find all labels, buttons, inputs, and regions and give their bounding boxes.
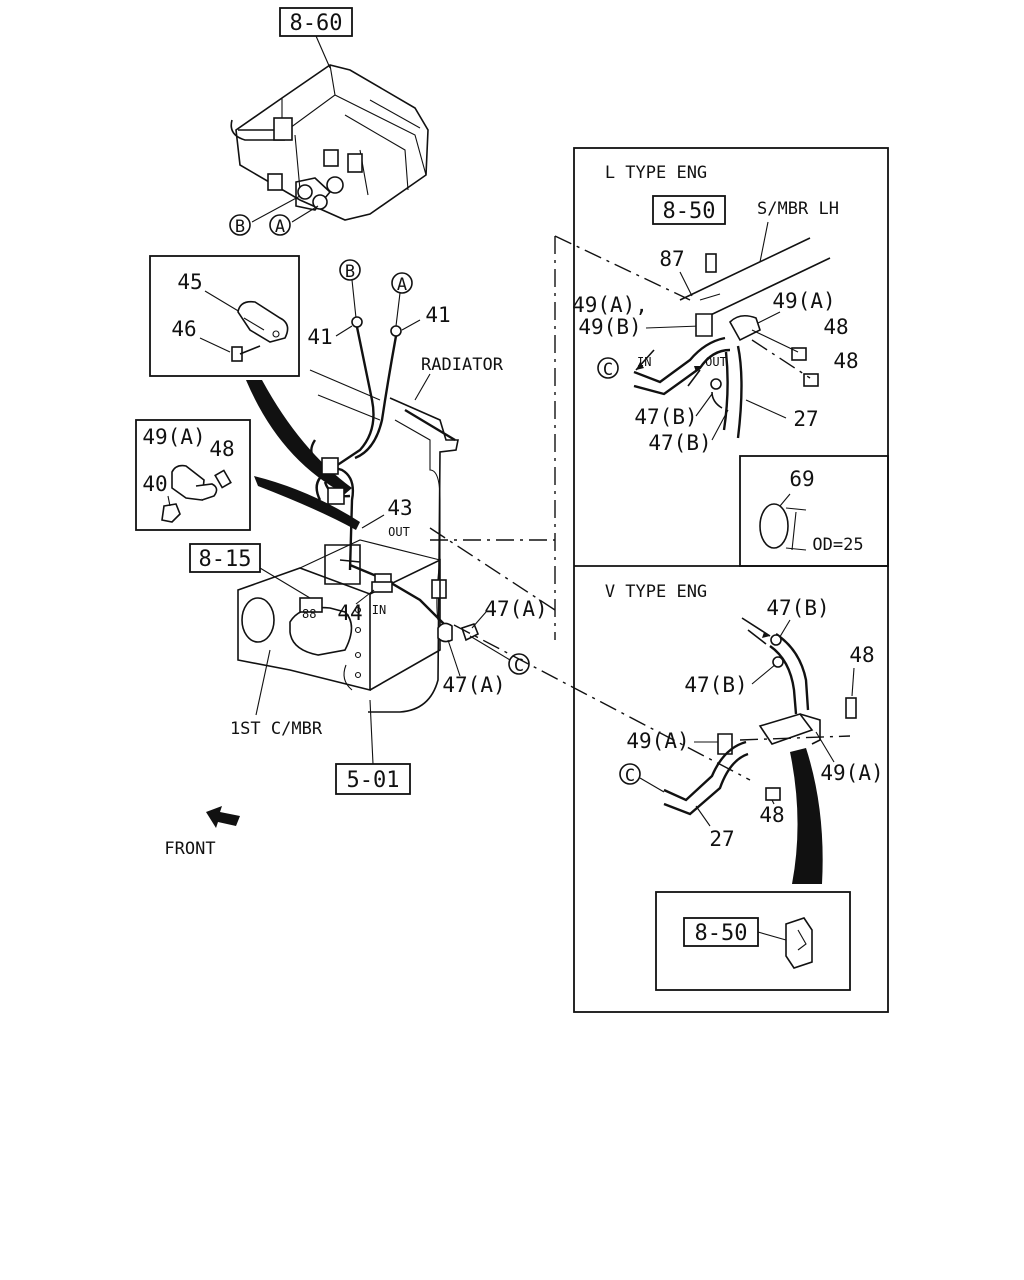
front-indicator: FRONT xyxy=(164,806,240,859)
ref-8-50-bottom[interactable]: 8-50 xyxy=(695,921,748,946)
ref-8-15[interactable]: 8-15 xyxy=(199,547,252,572)
part-47b-v-top: 47(B) xyxy=(766,596,829,620)
callout-c-v: C xyxy=(625,766,635,786)
part-49a-l-left: 49(A), xyxy=(572,293,648,317)
part-69: 69 xyxy=(789,467,814,491)
part-49a-l-right: 49(A) xyxy=(772,289,835,313)
part-49a-v-right: 49(A) xyxy=(820,761,883,785)
part-48-l-top: 48 xyxy=(823,315,848,339)
callout-b-mid: B xyxy=(345,262,355,282)
l-type-title: L TYPE ENG xyxy=(605,163,707,183)
out-label-main: OUT xyxy=(388,525,410,539)
callout-a-top: A xyxy=(275,217,285,237)
detail-box-49a-48-40: 49(A) 48 40 xyxy=(135,419,251,531)
ref-8-60[interactable]: 8-60 xyxy=(290,11,343,36)
in-label-l: IN xyxy=(637,355,651,369)
part-47b-l-1: 47(B) xyxy=(634,405,697,429)
part-41-right: 41 xyxy=(425,303,450,327)
part-44: 44 xyxy=(337,601,362,625)
ref-box-8-50-top xyxy=(652,195,726,225)
part-43: 43 xyxy=(387,496,412,520)
part-45: 45 xyxy=(177,270,202,294)
part-48-v-top: 48 xyxy=(849,643,874,667)
part-87: 87 xyxy=(659,247,684,271)
main-assembly-drawing: B A 41 41 RADIATOR 43 OUT xyxy=(189,235,751,795)
detail-box-45-46: 45 46 xyxy=(149,255,300,377)
part-49a-v-left: 49(A) xyxy=(626,729,689,753)
first-c-mbr-label: 1ST C/MBR xyxy=(230,719,323,739)
part-48-v-bottom: 48 xyxy=(759,803,784,827)
part-27-v: 27 xyxy=(709,827,734,851)
part-48-detail: 48 xyxy=(209,437,234,461)
od-label: OD=25 xyxy=(812,535,863,555)
callout-c-mid: C xyxy=(514,656,524,676)
leader-wedge-49a xyxy=(254,476,360,530)
callout-c-l: C xyxy=(603,360,613,380)
part-47b-l-2: 47(B) xyxy=(648,431,711,455)
front-label: FRONT xyxy=(164,839,215,859)
part-41-left: 41 xyxy=(307,325,332,349)
callout-circle-b-top xyxy=(229,214,251,236)
callout-a-mid: A xyxy=(397,275,407,295)
in-label-main: IN xyxy=(372,603,386,617)
part-40: 40 xyxy=(142,472,167,496)
ref-5-01[interactable]: 5-01 xyxy=(347,768,400,793)
v-type-title: V TYPE ENG xyxy=(605,582,707,602)
leader-wedge-45 xyxy=(246,380,352,494)
part-49a-detail: 49(A) xyxy=(142,425,205,449)
leader-wedge-8-50 xyxy=(790,748,823,884)
svg-text:88: 88 xyxy=(302,607,316,621)
ref-box-8-15 xyxy=(189,543,261,573)
heater-unit-drawing: 8-60 B A xyxy=(229,7,429,237)
callout-circle-a-top xyxy=(269,214,291,236)
part-27-l: 27 xyxy=(793,407,818,431)
part-47a-right: 47(A) xyxy=(484,597,547,621)
part-47a-bottom: 47(A) xyxy=(442,673,505,697)
ref-8-50-top[interactable]: 8-50 xyxy=(663,199,716,224)
engine-type-panel: L TYPE ENG 8-50 S/MBR LH 87 49(A), 49(B)… xyxy=(572,147,889,1013)
part-48-l-bottom: 48 xyxy=(833,349,858,373)
callout-b-top: B xyxy=(235,217,245,237)
out-label-l: OUT xyxy=(705,355,727,369)
radiator-label: RADIATOR xyxy=(421,355,504,375)
part-46: 46 xyxy=(171,317,196,341)
part-47b-v-mid: 47(B) xyxy=(684,673,747,697)
part-49b-l: 49(B) xyxy=(578,315,641,339)
s-mbr-lh-label: S/MBR LH xyxy=(757,199,839,219)
front-arrow-icon xyxy=(206,806,240,828)
